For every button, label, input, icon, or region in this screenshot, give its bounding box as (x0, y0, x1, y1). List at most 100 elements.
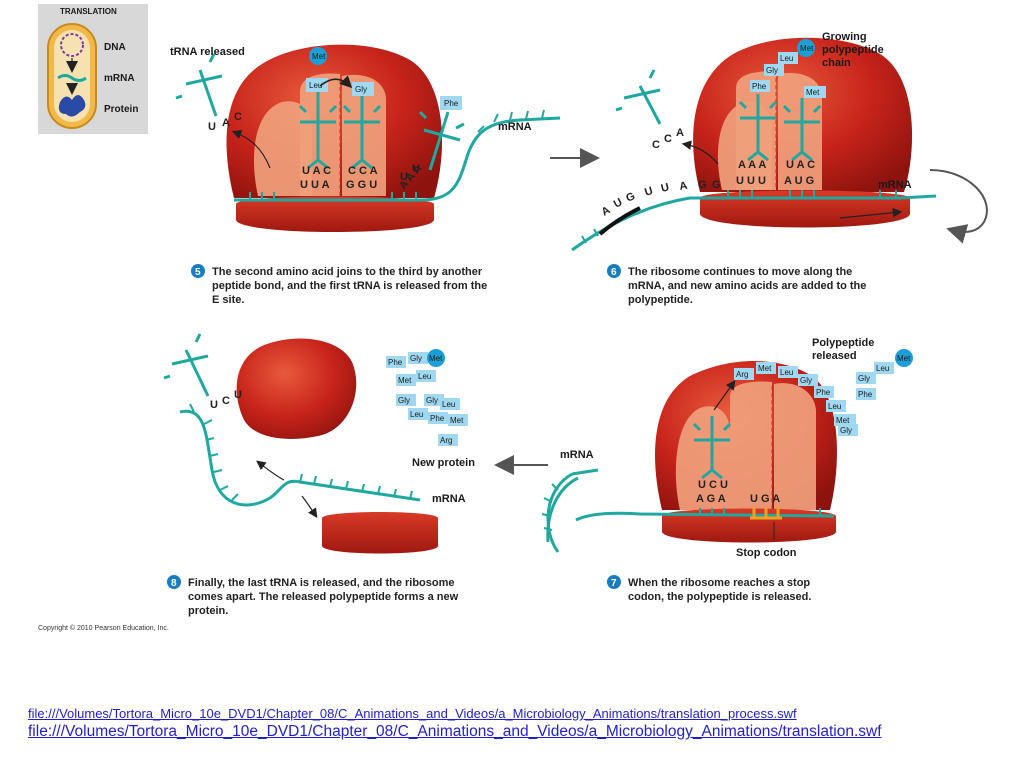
inset-dna-label: DNA (104, 42, 126, 53)
mrna-base: A (678, 180, 688, 193)
amino-acid-label: Phe (858, 390, 873, 399)
trna-a-site (342, 92, 382, 170)
amino-acid-label: Phe (388, 358, 403, 367)
amino-acid (306, 78, 328, 92)
anticodon-base: C (652, 139, 660, 151)
amino-acid-label: Gly (858, 374, 870, 383)
trna-p-site (738, 94, 778, 162)
ribosome-small-subunit (700, 190, 910, 228)
anticodon: U C U (698, 479, 728, 491)
anticodon-base: U (234, 389, 242, 401)
caption-line: codon, the polypeptide is released. (628, 591, 811, 603)
mrna-base: G (712, 179, 721, 191)
amino-acid-label: Phe (444, 99, 459, 108)
mrna-base: G (624, 190, 637, 204)
polypeptide-released-label: Polypeptide (812, 337, 874, 349)
caption-line: The second amino acid joins to the third… (212, 266, 483, 278)
amino-acid-label: Leu (780, 368, 793, 377)
growing-chain-label: chain (822, 57, 851, 69)
amino-acid-label: Leu (442, 400, 455, 409)
growing-chain-label: polypeptide (822, 44, 884, 56)
polypeptide-released-label: released (812, 350, 857, 362)
protein-icon (58, 95, 86, 117)
amino-acid-label: Met (429, 354, 443, 363)
codon: A U G (784, 175, 814, 187)
amino-acid-label: Met (897, 354, 911, 363)
panel-step-6: A U G U U A G G A A A U A C U U U A U G … (571, 31, 988, 306)
mrna-base: A (600, 204, 613, 218)
caption-line: protein. (188, 605, 228, 617)
animation-link-translation[interactable]: file:///Volumes/Tortora_Micro_10e_DVD1/C… (28, 723, 882, 740)
step-number: 7 (611, 578, 617, 589)
caption-line: polypeptide. (628, 294, 693, 306)
dna-icon (60, 33, 84, 57)
amino-acid-label: Leu (309, 81, 322, 90)
anticodon-base: U (210, 399, 218, 411)
amino-acid (440, 96, 462, 110)
inset-title: TRANSLATION (60, 7, 117, 16)
anticodon-base: C (234, 111, 242, 123)
mrna-base: U (660, 181, 671, 195)
caption-line: comes apart. The released polypeptide fo… (188, 591, 459, 603)
amino-acid (352, 82, 374, 96)
caption-line: The ribosome continues to move along the (628, 266, 852, 278)
growing-chain-label: Growing (822, 31, 867, 43)
stop-codon-mark (750, 508, 782, 520)
anticodon-base: C (664, 133, 672, 145)
codon: G G U (346, 179, 377, 191)
amino-acid-label: Gly (766, 66, 778, 75)
amino-acid-label: Leu (780, 54, 793, 63)
ribosome-large-subunit (236, 338, 357, 439)
caption-line: Finally, the last tRNA is released, and … (188, 577, 455, 589)
trna-released (163, 333, 210, 397)
trna-released (175, 53, 223, 117)
anticodon: A A A (738, 159, 766, 171)
caption-line: When the ribosome reaches a stop (628, 577, 810, 589)
amino-acid-label: Met (806, 88, 820, 97)
mrna-base: U (612, 196, 625, 210)
caption-line: mRNA, and new amino acids are added to t… (628, 280, 866, 292)
amino-acid-label: Gly (800, 376, 812, 385)
cycle-arrow (929, 169, 988, 244)
mrna-base: U (643, 185, 654, 199)
codon: A G A (696, 493, 726, 505)
step-badge (167, 575, 181, 589)
step-number: 6 (611, 267, 617, 278)
translation-inset: TRANSLATION DNA mRNA Protein (38, 4, 148, 134)
anticodon-base: A (676, 127, 684, 139)
amino-acid-label: Leu (410, 410, 423, 419)
amino-acid-label: Leu (418, 372, 431, 381)
stop-codon-label: Stop codon (736, 547, 797, 559)
codon: U G A (750, 493, 780, 505)
step-badge (191, 264, 205, 278)
amino-acid-label: Met (800, 44, 814, 53)
mrna-label: mRNA (560, 449, 594, 461)
amino-acid-label: Gly (410, 354, 422, 363)
mrna-strand (179, 409, 421, 507)
animation-link-translation-process[interactable]: file:///Volumes/Tortora_Micro_10e_DVD1/C… (28, 706, 797, 721)
anticodon: U A C (786, 159, 815, 171)
new-protein: Phe Gly Met Met Leu Gly Gly Leu Leu Phe … (386, 349, 468, 446)
panel-step-8: U C U Phe Gly Met Met Leu Gly Gly Leu Le… (163, 333, 475, 617)
new-protein-label: New protein (412, 457, 475, 469)
panel-step-7: U C U A G A U G A Arg Met Leu Gly Phe Le… (541, 337, 913, 603)
ribosome-small-subunit (236, 196, 434, 232)
amino-acid-label: Met (312, 52, 326, 61)
amino-acid-label: Arg (736, 370, 748, 379)
anticodon-base: A (222, 117, 230, 129)
mrna-icon (57, 74, 87, 82)
caption-line: E site. (212, 294, 244, 306)
amino-acid-label: Gly (355, 85, 367, 94)
amino-acid (797, 39, 815, 57)
amino-acid-label: Gly (840, 426, 852, 435)
mrna-strand (546, 468, 835, 553)
mrna-strand (234, 116, 561, 202)
mrna-base: U (400, 171, 408, 183)
amino-acid-label: Phe (430, 414, 445, 423)
amino-acid-label: Gly (398, 396, 410, 405)
copyright: Copyright © 2010 Pearson Education, Inc. (38, 624, 169, 632)
step-number: 5 (195, 267, 201, 278)
amino-acid-label: Met (450, 416, 464, 425)
step-badge (607, 575, 621, 589)
mrna-label: mRNA (498, 121, 532, 133)
